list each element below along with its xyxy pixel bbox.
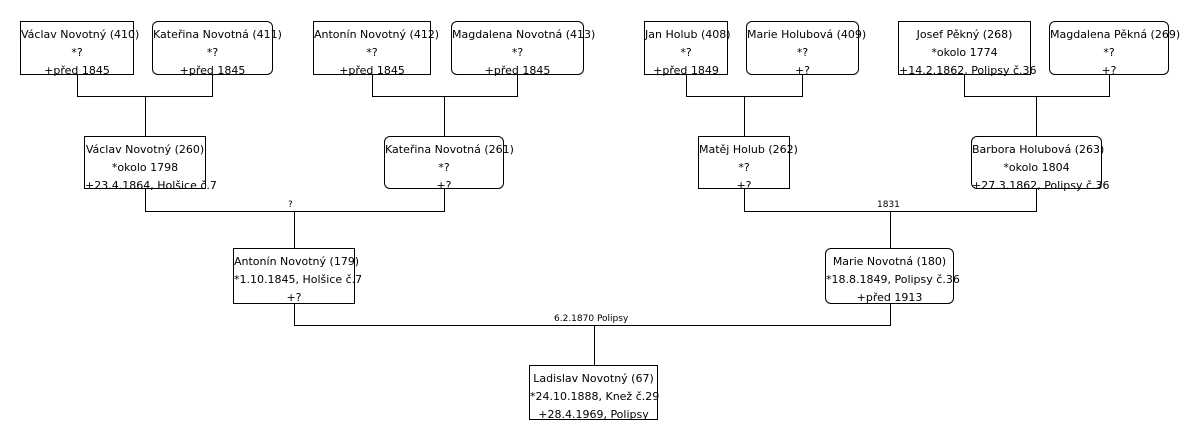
person-birth: *? <box>511 46 524 59</box>
person-birth: *okolo 1798 <box>111 161 179 174</box>
person-name: Josef Pěkný (268) <box>916 28 1013 41</box>
person-card-260[interactable]: Václav Novotný (260) *okolo 1798 +23.4.1… <box>84 136 217 192</box>
marriage-label-262-263: 1831 <box>876 200 901 210</box>
person-card-412[interactable]: Antonín Novotný (412) *? +před 1845 <box>313 21 440 77</box>
person-death: +14.2.1862, Polipsy č.36 <box>899 64 1037 77</box>
person-name: Matěj Holub (262) <box>699 143 798 156</box>
person-death: +před 1845 <box>44 64 110 77</box>
person-card-269[interactable]: Magdalena Pěkná (269) *? +? <box>1049 21 1181 77</box>
person-name: Antonín Novotný (412) <box>314 28 440 41</box>
person-death: +před 1849 <box>653 64 719 77</box>
person-name: Antonín Novotný (179) <box>234 255 360 268</box>
person-card-180[interactable]: Marie Novotná (180) *18.8.1849, Polipsy … <box>825 248 960 304</box>
person-card-262[interactable]: Matěj Holub (262) *? +? <box>698 136 798 192</box>
person-death: +28.4.1969, Polipsy <box>538 408 649 421</box>
person-birth: *? <box>796 46 809 59</box>
person-name: Magdalena Pěkná (269) <box>1050 28 1181 41</box>
person-death: +? <box>736 179 752 192</box>
person-birth: *24.10.1888, Knež č.29 <box>530 390 660 403</box>
person-birth: *? <box>738 161 750 174</box>
marriage-label-179-180: 6.2.1870 Polipsy <box>553 314 630 324</box>
person-name: Václav Novotný (410) <box>21 28 140 41</box>
person-name: Ladislav Novotný (67) <box>533 372 654 385</box>
person-card-413[interactable]: Magdalena Novotná (413) *? +před 1845 <box>451 21 596 77</box>
connector-268-269 <box>964 75 1110 136</box>
person-birth: *1.10.1845, Holšice č.7 <box>234 273 363 286</box>
person-birth: *? <box>206 46 219 59</box>
person-birth: *okolo 1804 <box>1003 161 1070 174</box>
person-birth: *? <box>366 46 378 59</box>
person-death: +před 1845 <box>339 64 405 77</box>
connector-408-409 <box>686 75 803 136</box>
person-death: +? <box>286 291 302 304</box>
marriage-label-260-261: ? <box>287 200 294 210</box>
person-death: +27.3.1862, Polipsy č.36 <box>972 179 1110 192</box>
person-card-261[interactable]: Kateřina Novotná (261) *? +? <box>384 136 514 192</box>
person-name: Barbora Holubová (263) <box>972 143 1105 156</box>
person-death: +? <box>436 179 452 192</box>
person-card-411[interactable]: Kateřina Novotná (411) *? +před 1845 <box>152 21 282 77</box>
person-death: +před 1913 <box>856 291 923 304</box>
connector-260-261 <box>145 189 445 248</box>
person-death: +před 1845 <box>484 64 551 77</box>
person-card-410[interactable]: Václav Novotný (410) *? +před 1845 <box>20 21 140 77</box>
person-name: Magdalena Novotná (413) <box>452 28 596 41</box>
person-death: +před 1845 <box>179 64 246 77</box>
person-birth: *? <box>438 161 450 174</box>
person-card-409[interactable]: Marie Holubová (409) *? +? <box>746 21 867 77</box>
person-birth: *18.8.1849, Polipsy č.36 <box>826 273 960 286</box>
person-card-268[interactable]: Josef Pěkný (268) *okolo 1774 +14.2.1862… <box>898 21 1037 77</box>
person-name: Kateřina Novotná (411) <box>153 28 282 41</box>
connector-262-263 <box>744 189 1037 248</box>
person-birth: *okolo 1774 <box>931 46 998 59</box>
person-death: +? <box>794 64 811 77</box>
person-name: Marie Holubová (409) <box>747 28 867 41</box>
person-birth: *? <box>1103 46 1115 59</box>
connector-412-413 <box>372 75 518 136</box>
person-death: +? <box>1101 64 1117 77</box>
person-death: +23.4.1864, Holšice č.7 <box>85 179 217 192</box>
person-birth: *? <box>680 46 692 59</box>
person-name: Kateřina Novotná (261) <box>385 143 514 156</box>
person-card-179[interactable]: Antonín Novotný (179) *1.10.1845, Holšic… <box>233 248 363 304</box>
person-card-67[interactable]: Ladislav Novotný (67) *24.10.1888, Knež … <box>529 365 660 421</box>
person-name: Václav Novotný (260) <box>85 143 205 156</box>
connector-410-411 <box>77 75 213 136</box>
person-name: Marie Novotná (180) <box>832 255 947 268</box>
person-card-263[interactable]: Barbora Holubová (263) *okolo 1804 +27.3… <box>971 136 1110 192</box>
person-name: Jan Holub (408) <box>645 28 731 41</box>
person-birth: *? <box>71 46 83 59</box>
connector-179-180 <box>294 304 891 365</box>
person-card-408[interactable]: Jan Holub (408) *? +před 1849 <box>644 21 731 77</box>
